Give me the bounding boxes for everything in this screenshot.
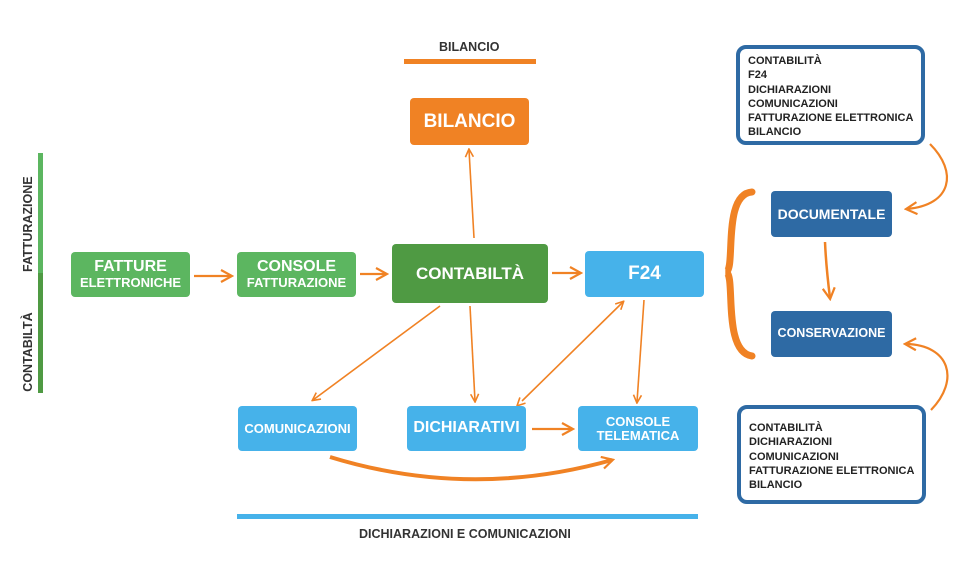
list-item: CONTABILITÀ (748, 55, 822, 67)
list-item: DICHIARAZIONI (749, 436, 833, 449)
list-item: COMUNICAZIONI (748, 97, 838, 110)
f24-node: F24 (585, 251, 704, 297)
list-item: FATTURAZIONE ELETTRONICA (749, 464, 915, 477)
list-item: COMUNICAZIONI (749, 450, 839, 463)
console-tel-line1: CONSOLE (605, 413, 671, 429)
f24-label: F24 (628, 263, 661, 285)
bottom-documents-list: CONTABILITÀ DICHIARAZIONI COMUNICAZIONI … (737, 405, 926, 504)
bilancio-node: BILANCIO (410, 98, 529, 145)
fatturazione-side-bar (38, 153, 43, 273)
top-documents-list: CONTABILITÀ F24 DICHIARAZIONI COMUNICAZI… (736, 45, 925, 145)
console-tel-line2: TELEMATICA (596, 427, 680, 443)
fatture-elettroniche-node: FATTURE ELETTRONICHE (71, 252, 190, 297)
bilancio-label: BILANCIO (423, 110, 516, 132)
list-item: FATTURAZIONE ELETTRONICA (748, 112, 914, 125)
contabilita-label: CONTABILTÀ (416, 263, 524, 283)
dichiarativi-node: DICHIARATIVI (407, 406, 526, 451)
console-telematica-node: CONSOLE TELEMATICA (578, 406, 698, 451)
fatture-line2: ELETTRONICHE (79, 275, 182, 291)
comunicazioni-label: COMUNICAZIONI (244, 420, 351, 436)
dichiarazioni-comunicazioni-bar (237, 514, 698, 519)
console-fatt-line1: CONSOLE (256, 258, 337, 276)
documentale-label: DOCUMENTALE (777, 205, 886, 222)
comunicazioni-node: COMUNICAZIONI (238, 406, 357, 451)
contabilita-side-bar (38, 273, 43, 393)
grouping-brace (723, 188, 756, 360)
conservazione-node: CONSERVAZIONE (771, 311, 892, 357)
console-fatturazione-node: CONSOLE FATTURAZIONE (237, 252, 356, 297)
bilancio-caption: BILANCIO (439, 40, 500, 54)
conservazione-label: CONSERVAZIONE (777, 326, 886, 341)
list-item: BILANCIO (749, 479, 803, 492)
console-fatt-line2: FATTURAZIONE (246, 275, 347, 291)
contabilita-node: CONTABILTÀ (392, 244, 548, 303)
list-item: F24 (748, 69, 767, 82)
list-item: BILANCIO (748, 126, 802, 139)
fatture-line1: FATTURE (94, 258, 167, 276)
documentale-node: DOCUMENTALE (771, 191, 892, 237)
list-item: CONTABILITÀ (749, 422, 823, 434)
bilancio-caption-bar (404, 59, 536, 64)
dichiarativi-label: DICHIARATIVI (413, 419, 520, 437)
list-item: DICHIARAZIONI (748, 83, 832, 96)
dichiarazioni-comunicazioni-caption: DICHIARAZIONI E COMUNICAZIONI (359, 527, 571, 541)
